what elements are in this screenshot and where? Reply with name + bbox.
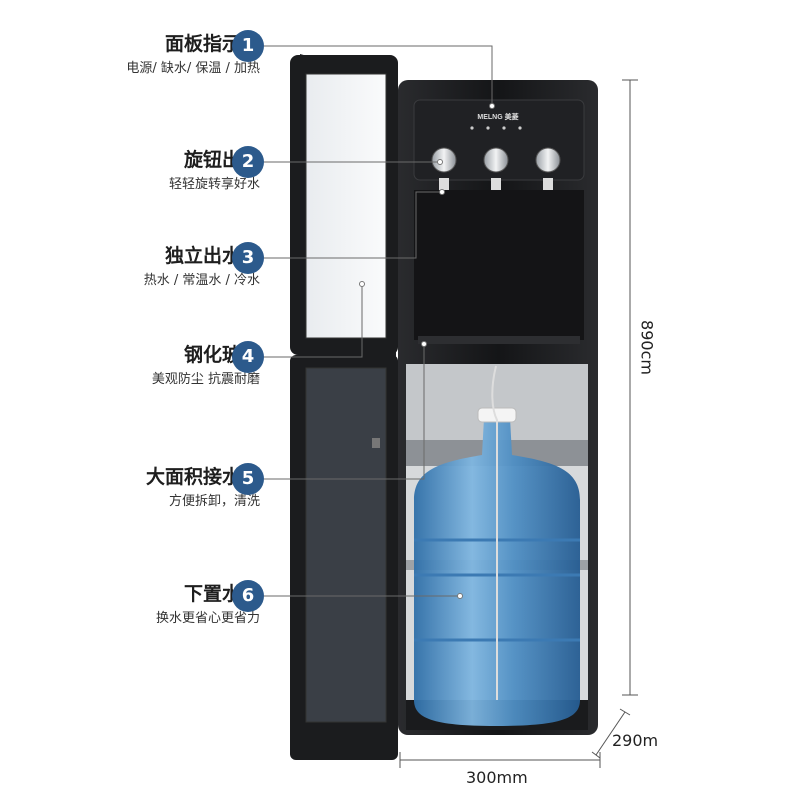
feature-subtitle: 换水更省心更省力 bbox=[155, 611, 260, 626]
feature-badge-2: 2 bbox=[232, 146, 264, 178]
width-dimension-label: 300mm bbox=[466, 768, 528, 787]
feature-5: 大面积接水盒 方便拆卸，清洗 bbox=[146, 465, 260, 510]
feature-badge-4: 4 bbox=[232, 341, 264, 373]
feature-badge-1: 1 bbox=[232, 30, 264, 62]
feature-subtitle: 方便拆卸，清洗 bbox=[168, 494, 260, 509]
svg-text:MELNG 美菱: MELNG 美菱 bbox=[477, 112, 518, 121]
feature-subtitle: 热水 / 常温水 / 冷水 bbox=[143, 273, 260, 288]
feature-subtitle: 轻轻旋转享好水 bbox=[168, 177, 260, 192]
depth-dimension-label: 290m bbox=[612, 731, 659, 750]
feature-subtitle: 美观防尘 抗震耐磨 bbox=[151, 372, 260, 387]
feature-badge-6: 6 bbox=[232, 580, 264, 612]
feature-title: 大面积接水盒 bbox=[145, 466, 260, 488]
feature-badge-3: 3 bbox=[232, 242, 264, 274]
height-dimension-label: 890cm bbox=[637, 320, 657, 375]
feature-subtitle: 电源/ 缺水/ 保温 / 加热 bbox=[126, 61, 260, 76]
feature-badge-5: 5 bbox=[232, 463, 264, 495]
